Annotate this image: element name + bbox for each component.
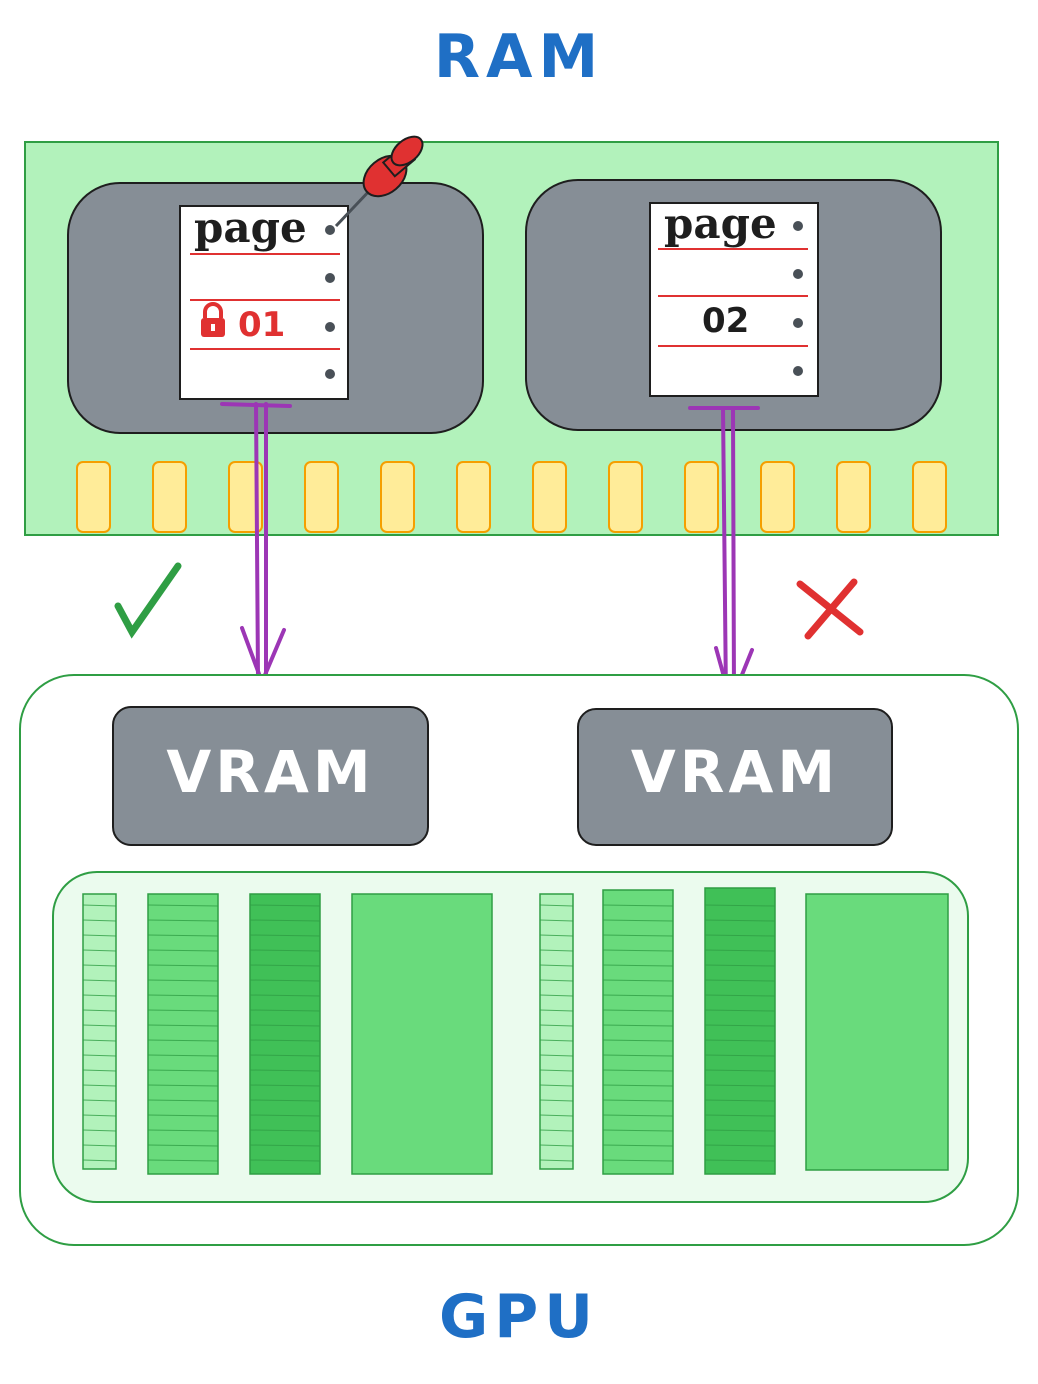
ram-contacts	[76, 461, 947, 533]
check-icon	[114, 562, 182, 639]
transfer-arrow-01	[220, 402, 292, 688]
page-02-number: 02	[702, 301, 750, 341]
vram-block	[577, 708, 893, 846]
vram-block	[112, 706, 429, 846]
vram-1-label: VRAM	[166, 738, 375, 806]
pin-icon	[334, 135, 424, 228]
gpu-board	[19, 674, 1019, 1246]
cross-icon	[796, 578, 864, 640]
page-02-sheet	[649, 202, 819, 397]
page-01-sheet	[179, 205, 349, 400]
vram-2-label: VRAM	[630, 738, 840, 806]
ram-module	[24, 141, 999, 536]
page-01-number: 01	[238, 305, 286, 345]
ram-title: RAM	[433, 22, 605, 92]
page-02-label: page	[664, 199, 777, 248]
gpu-title: GPU	[439, 1282, 599, 1352]
page-01-label: page	[194, 203, 307, 252]
lock-icon	[201, 302, 225, 337]
